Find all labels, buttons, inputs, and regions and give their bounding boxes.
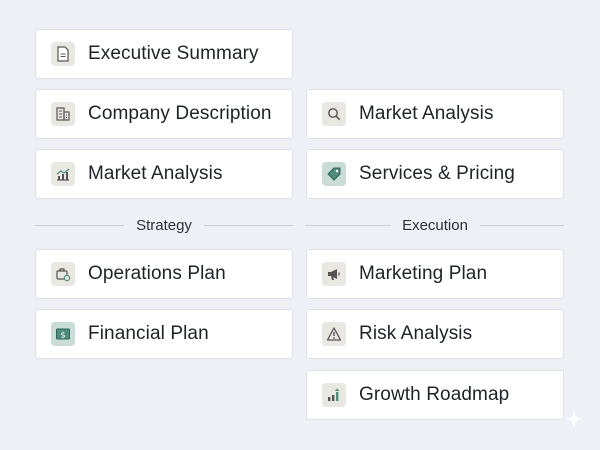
briefcase-gear-icon <box>51 262 75 286</box>
market-analysis-label-left: Market Analysis <box>88 163 223 184</box>
growth-bars-icon <box>322 383 346 407</box>
divider-line <box>306 224 391 226</box>
execution-divider: Execution <box>306 215 564 235</box>
chart-trend-icon <box>51 162 75 186</box>
market-analysis-label-right: Market Analysis <box>359 103 494 124</box>
operations-plan-label: Operations Plan <box>88 263 226 284</box>
marketing-plan-label: Marketing Plan <box>359 263 488 284</box>
price-tag-icon <box>322 162 346 186</box>
financial-plan-label: Financial Plan <box>88 323 209 344</box>
strategy-divider: Strategy <box>35 215 293 235</box>
services-pricing-card[interactable]: Services & Pricing <box>306 149 564 199</box>
risk-analysis-card[interactable]: Risk Analysis <box>306 309 564 359</box>
divider-line <box>35 224 125 226</box>
magnifier-icon <box>322 102 346 126</box>
executive-summary-label: Executive Summary <box>88 43 259 64</box>
executive-summary-card[interactable]: Executive Summary <box>35 29 293 79</box>
warning-icon <box>322 322 346 346</box>
megaphone-icon <box>322 262 346 286</box>
market-analysis-card-left[interactable]: Market Analysis <box>35 149 293 199</box>
divider-line <box>203 224 293 226</box>
company-description-card[interactable]: Company Description <box>35 89 293 139</box>
strategy-heading: Strategy <box>136 216 192 234</box>
growth-roadmap-label: Growth Roadmap <box>359 384 510 405</box>
company-description-label: Company Description <box>88 103 272 124</box>
banknote-icon: $ <box>51 322 75 346</box>
execution-heading: Execution <box>402 216 468 234</box>
market-analysis-card-right[interactable]: Market Analysis <box>306 89 564 139</box>
financial-plan-card[interactable]: $ Financial Plan <box>35 309 293 359</box>
risk-analysis-label: Risk Analysis <box>359 323 473 344</box>
document-icon <box>51 42 75 66</box>
marketing-plan-card[interactable]: Marketing Plan <box>306 249 564 299</box>
svg-text:$: $ <box>60 331 65 340</box>
services-pricing-label: Services & Pricing <box>359 163 515 184</box>
divider-line <box>479 224 564 226</box>
building-icon <box>51 102 75 126</box>
operations-plan-card[interactable]: Operations Plan <box>35 249 293 299</box>
growth-roadmap-card[interactable]: Growth Roadmap <box>306 370 564 420</box>
sparkle-icon <box>564 409 584 434</box>
